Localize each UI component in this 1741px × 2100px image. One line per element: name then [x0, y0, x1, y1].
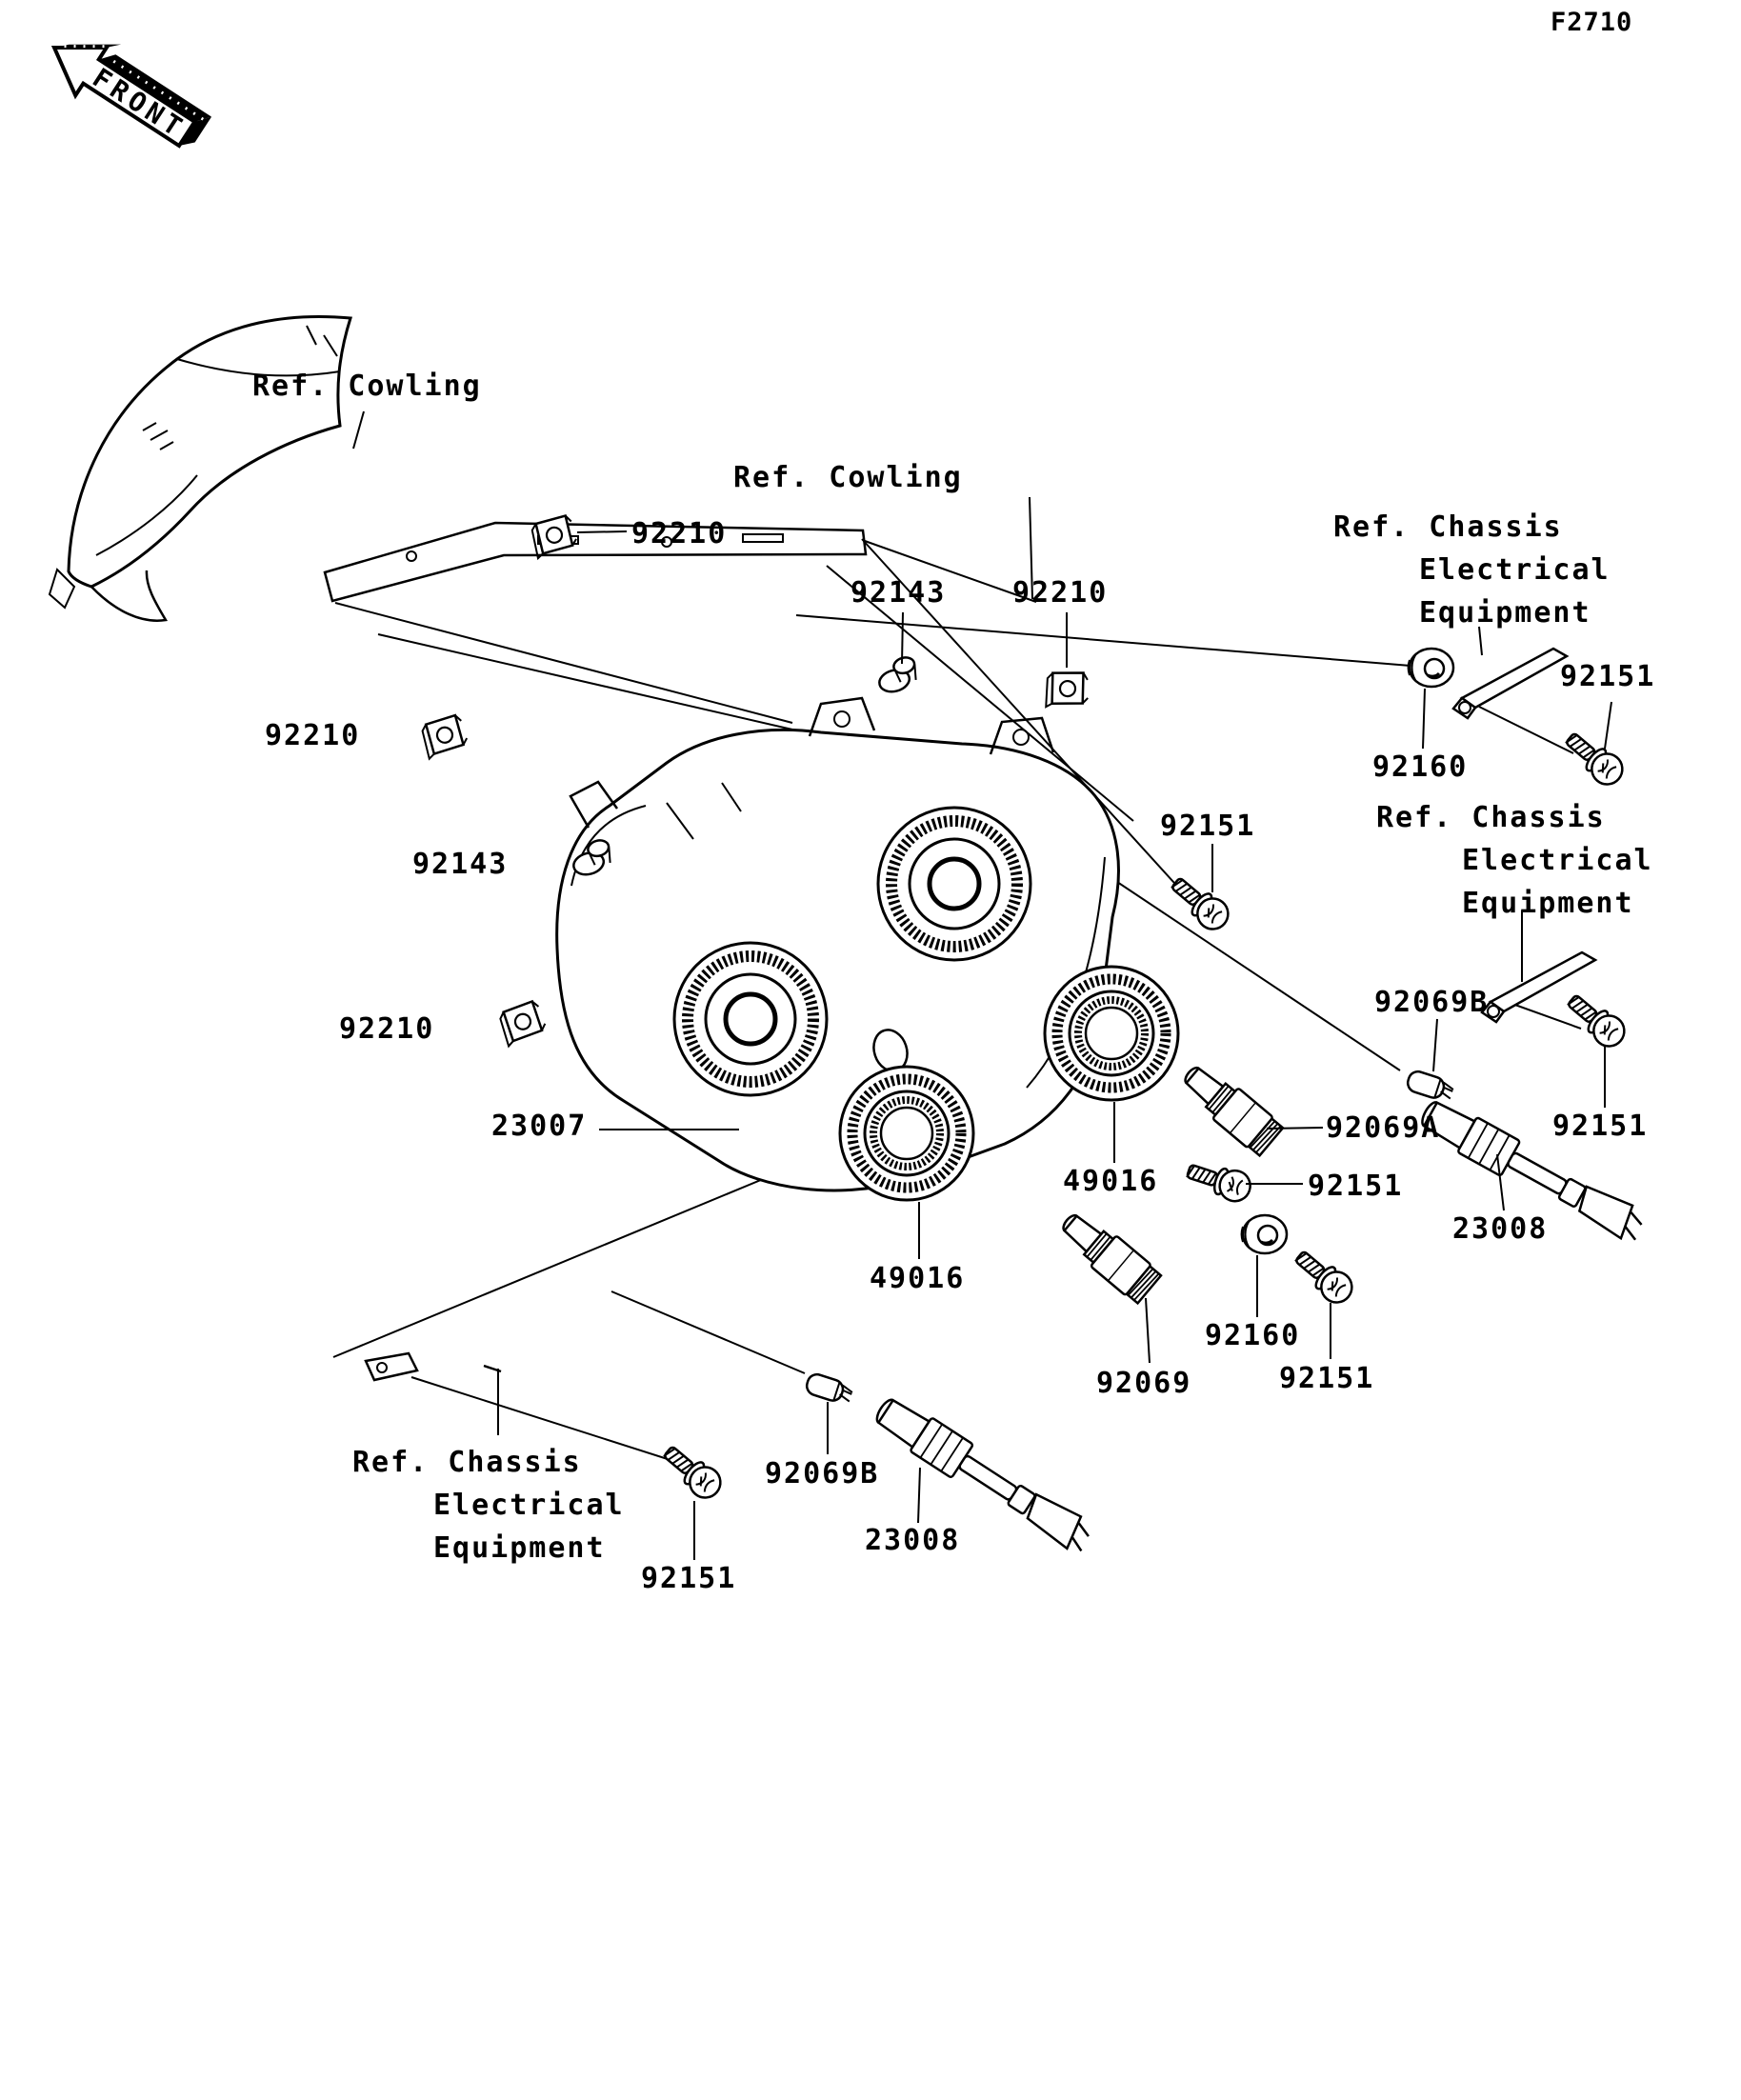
screw-92151-drawing [1288, 1243, 1360, 1310]
projector-lens-drawing [674, 943, 827, 1095]
ref-chassis-label-3: Ref. Chassis Electrical Equipment [352, 1441, 625, 1570]
part-label-92069a: 92069A [1326, 1111, 1441, 1145]
clip-92210-drawing [419, 712, 471, 761]
part-label-92210-1: 92210 [631, 517, 728, 550]
part-label-23008-2: 23008 [865, 1524, 961, 1557]
ref-chassis-line: Equipment [1462, 887, 1634, 920]
chassis-strip-drawing [1451, 647, 1569, 720]
ref-chassis-line: Ref. Chassis [1333, 510, 1563, 544]
figure-code: F2710 [1551, 8, 1633, 37]
collar-92143-drawing [872, 653, 922, 696]
ref-cowling-label-2: Ref. Cowling [733, 461, 963, 494]
screw-92151-drawing [1558, 725, 1631, 792]
leader-lines [352, 410, 1612, 1560]
part-label-92210-3: 92210 [265, 719, 361, 752]
ref-chassis-label-1: Ref. Chassis Electrical Equipment [1333, 506, 1611, 634]
bracket-drawing [364, 1351, 502, 1382]
clip-92210-drawing [496, 998, 550, 1048]
bulb-socket-92069-drawing [1052, 1203, 1164, 1307]
part-label-92069b-2: 92069B [765, 1457, 880, 1490]
bulb-socket-92069a-drawing [1174, 1055, 1286, 1159]
screw-92151-drawing [1560, 987, 1632, 1054]
bulb-92069b-drawing [1404, 1068, 1457, 1105]
part-label-92143-2: 92143 [412, 848, 509, 881]
grommet-92160-drawing [1240, 1213, 1289, 1255]
projector-lens-drawing [878, 808, 1031, 960]
ref-cowling-label-1: Ref. Cowling [252, 370, 482, 403]
grommet-92160-drawing [1407, 647, 1455, 689]
part-label-92069b-1: 92069B [1374, 986, 1490, 1019]
part-label-92143-1: 92143 [850, 576, 947, 610]
lens-ring-49016-drawing [1045, 967, 1178, 1100]
part-label-49016-1: 49016 [1063, 1165, 1159, 1198]
ref-chassis-line: Ref. Chassis [352, 1446, 582, 1479]
screw-92151-drawing [1164, 870, 1236, 937]
part-label-92210-2: 92210 [1012, 576, 1109, 610]
cowling-stay-drawing [323, 521, 868, 747]
part-label-92160-1: 92160 [1372, 750, 1469, 784]
screw-92151-drawing [656, 1438, 729, 1506]
part-label-92151-4: 92151 [1308, 1170, 1404, 1203]
ref-chassis-line: Electrical [1419, 553, 1611, 587]
front-arrow-icon: FRONT [50, 44, 212, 149]
part-label-92151-2: 92151 [1160, 810, 1256, 843]
bulb-92069b-drawing [803, 1370, 856, 1408]
clip-92210-drawing [1043, 668, 1091, 712]
ref-chassis-line: Electrical [1462, 844, 1653, 877]
ref-chassis-line: Electrical [433, 1489, 625, 1522]
ref-chassis-label-2: Ref. Chassis Electrical Equipment [1376, 796, 1653, 925]
part-label-92151-6: 92151 [641, 1562, 737, 1595]
ref-chassis-line: Equipment [433, 1531, 606, 1565]
ref-chassis-line: Equipment [1419, 596, 1591, 630]
part-label-92210-4: 92210 [339, 1012, 435, 1046]
part-label-23008-1: 23008 [1452, 1212, 1549, 1246]
part-label-23007: 23007 [491, 1110, 588, 1143]
screw-92151-drawing [1182, 1154, 1256, 1207]
part-label-92069: 92069 [1096, 1367, 1192, 1400]
part-label-92151-5: 92151 [1279, 1362, 1375, 1395]
lens-ring-49016-drawing [840, 1067, 973, 1200]
part-label-92151-3: 92151 [1552, 1110, 1649, 1143]
headlight-housing-drawing [555, 696, 1120, 1192]
ref-chassis-line: Ref. Chassis [1376, 801, 1606, 834]
part-label-92151-1: 92151 [1560, 660, 1656, 693]
part-label-92160-2: 92160 [1205, 1319, 1301, 1352]
cowling-drawing [48, 314, 352, 622]
part-label-49016-2: 49016 [870, 1262, 966, 1295]
